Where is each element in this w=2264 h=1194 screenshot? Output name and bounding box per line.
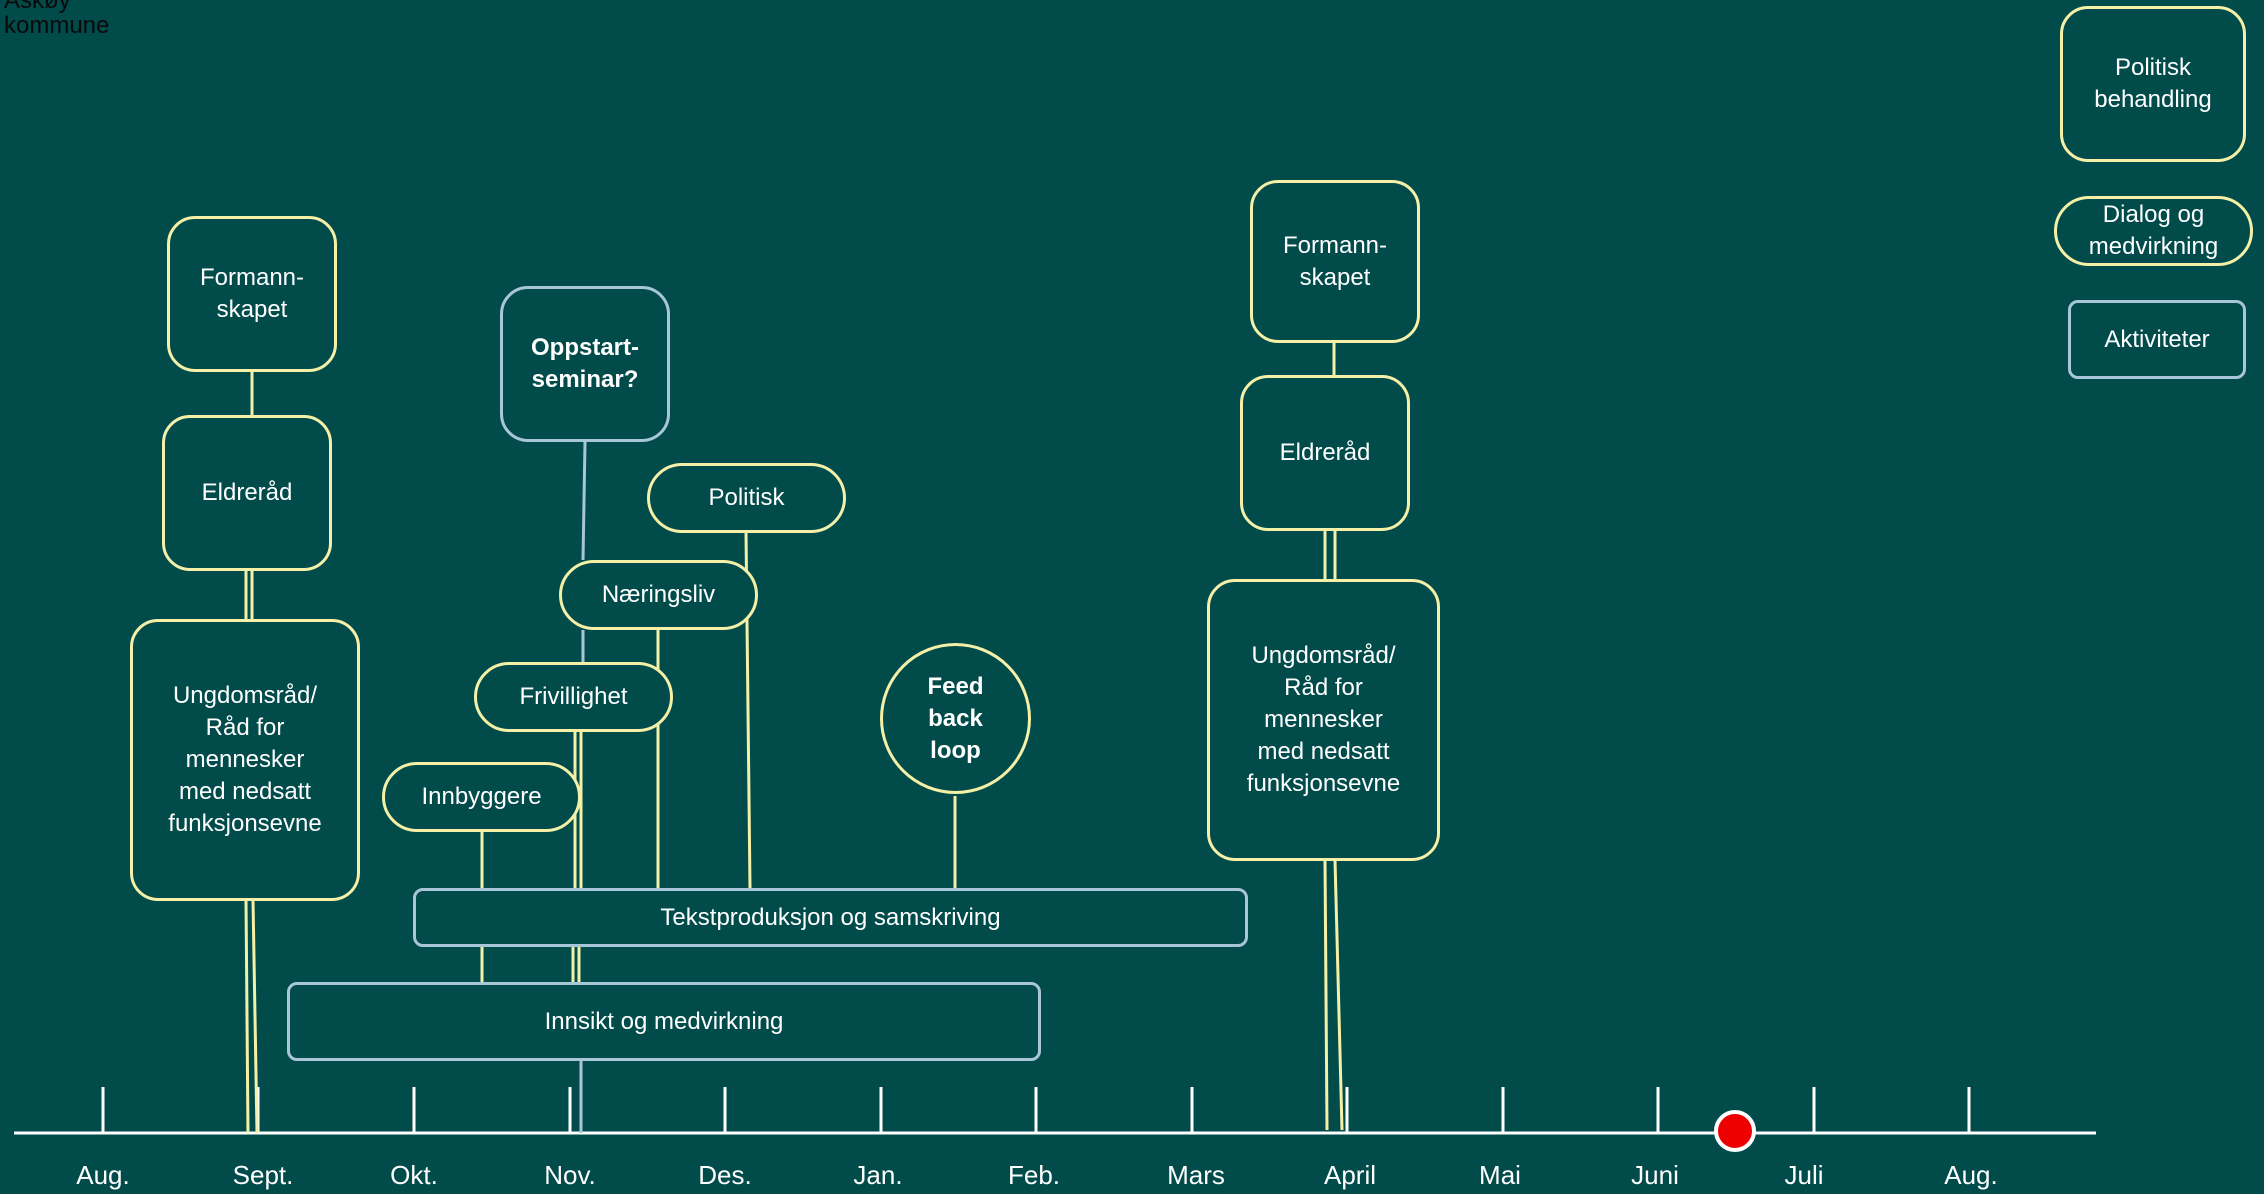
legend-dialog-medvirkning: Dialog og medvirkning: [2054, 196, 2253, 266]
month-label: Mars: [1167, 1160, 1225, 1190]
month-label: Aug.: [1944, 1160, 1998, 1190]
oppstartseminar-box: Oppstart- seminar?: [500, 286, 670, 442]
month-label: April: [1323, 1160, 1377, 1190]
month-label: Des.: [698, 1160, 752, 1190]
month-label: Jan.: [853, 1160, 903, 1190]
ungdomsrad-box-sept: Ungdomsråd/ Råd for mennesker med nedsat…: [130, 619, 360, 901]
innbyggere-pill: Innbyggere: [382, 762, 581, 832]
innsikt-bar: Innsikt og medvirkning: [287, 982, 1041, 1061]
legend-politisk-behandling: Politisk behandling: [2060, 6, 2246, 162]
feedback-loop-circle: Feed back loop: [880, 643, 1031, 794]
legend-aktiviteter: Aktiviteter: [2068, 300, 2246, 379]
month-label: Juli: [1784, 1160, 1824, 1190]
current-date-marker: [1714, 1110, 1756, 1152]
eldrerad-box-sept: Eldreråd: [162, 415, 332, 571]
frivillighet-pill: Frivillighet: [474, 662, 673, 732]
month-label: Feb.: [1007, 1160, 1061, 1190]
month-label: Aug.: [76, 1160, 130, 1190]
month-label: Sept.: [232, 1160, 294, 1190]
eldrerad-box-april: Eldreråd: [1240, 375, 1410, 531]
politisk-pill: Politisk: [647, 463, 846, 533]
ungdomsrad-box-april: Ungdomsråd/ Råd for mennesker med nedsat…: [1207, 579, 1440, 861]
naeringsliv-pill: Næringsliv: [559, 560, 758, 630]
askoy-logo: Askøy kommune: [4, 0, 110, 39]
month-label: Nov.: [544, 1160, 596, 1190]
month-label: Mai: [1479, 1160, 1521, 1190]
month-label: Okt.: [390, 1160, 438, 1190]
timeline-ticks: [101, 1087, 1971, 1133]
tekstproduksjon-bar: Tekstproduksjon og samskriving: [413, 888, 1248, 947]
month-label: Juni: [1631, 1160, 1679, 1190]
formannskapet-box-april: Formann- skapet: [1250, 180, 1420, 343]
formannskapet-box-sept: Formann- skapet: [167, 216, 337, 372]
